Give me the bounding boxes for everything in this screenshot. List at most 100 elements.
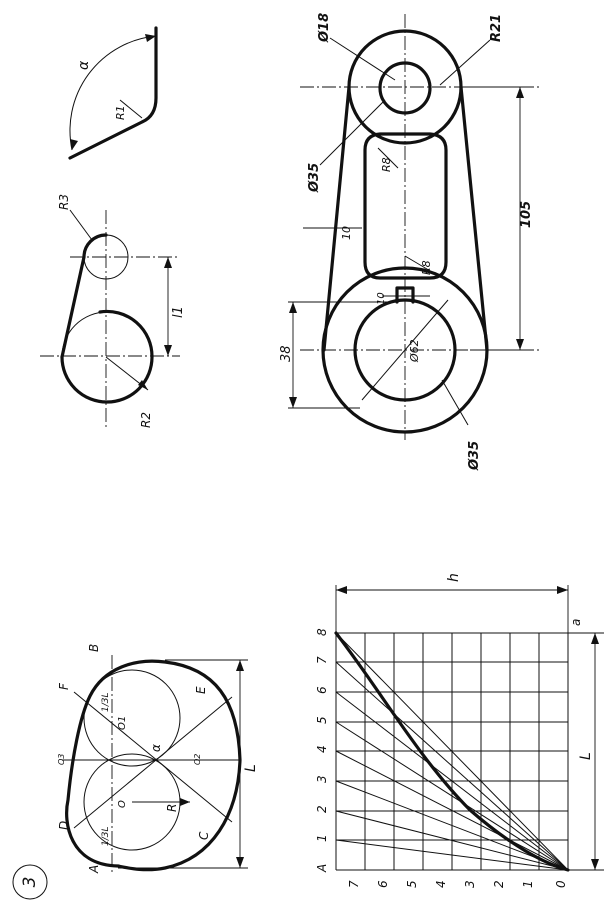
oval-third-lower: 1/3L xyxy=(101,827,111,847)
oval-point-d: D xyxy=(57,821,71,830)
oval-center-o3: O3 xyxy=(57,754,66,765)
lever-38-arrow-top xyxy=(289,302,297,313)
oval-center-o1: O1 xyxy=(117,716,128,730)
oval-center-o: O xyxy=(117,800,128,808)
lever-105-arrow-bottom xyxy=(516,339,524,350)
svg-text:0: 0 xyxy=(554,880,568,888)
angle-alpha-label: α xyxy=(76,60,92,70)
svg-text:1: 1 xyxy=(315,834,329,842)
svg-text:A: A xyxy=(315,864,329,873)
svg-text:4: 4 xyxy=(315,745,329,753)
tangent-l1-arrow-top xyxy=(164,257,172,268)
curve-scale-left: A 1 2 3 4 5 6 7 xyxy=(315,656,329,873)
angle-r1-label: R1 xyxy=(114,105,127,120)
oval-construction: A B C D E F O O1 O2 O3 α R 1/3L 1/3L L xyxy=(57,644,259,874)
tangent-r3-label: R3 xyxy=(57,194,71,210)
lever-r8-top-leader xyxy=(377,147,399,169)
lever-r21-leader xyxy=(439,39,491,86)
svg-text:7: 7 xyxy=(347,880,361,888)
sheet-number: 3 xyxy=(12,864,48,900)
lever-arm-left xyxy=(322,85,351,352)
angle-rounding: α R1 xyxy=(68,26,158,160)
sheet-number-circle xyxy=(12,864,48,900)
oval-dim-arrow-top xyxy=(236,660,244,671)
oval-radius-arrow xyxy=(180,798,190,806)
oval-point-a: A xyxy=(87,865,101,874)
curve-l-arrow-bottom xyxy=(591,859,599,870)
lever-big-hole xyxy=(353,298,457,402)
tangent-r2-arrow xyxy=(138,380,148,390)
svg-text:6: 6 xyxy=(376,880,390,888)
lever-inner-slot xyxy=(363,132,448,280)
lever-d35-bottom-label: Ø35 xyxy=(467,441,482,471)
curve-parabola xyxy=(334,631,570,872)
lever-small-hole xyxy=(378,61,432,115)
tangent-l1-label: l1 xyxy=(171,306,186,318)
oval-ray-2 xyxy=(73,691,233,823)
curve-length-label: L xyxy=(578,752,594,760)
curve-height-label: h xyxy=(446,573,462,582)
lever-d18-leader xyxy=(329,37,396,81)
angle-arc-arrow-bottom xyxy=(70,139,78,150)
oval-length-label: L xyxy=(243,764,259,772)
lever-r8-bottom-label: R8 xyxy=(420,260,433,275)
lever-d62-leader xyxy=(361,299,449,401)
tangent-big-circle xyxy=(61,311,153,403)
lever-arm-right xyxy=(459,85,489,352)
lever-105-label: 105 xyxy=(519,201,534,228)
curve-h-arrow-left xyxy=(336,586,347,594)
oval-point-e: E xyxy=(194,686,208,694)
svg-text:7: 7 xyxy=(315,656,329,664)
svg-text:5: 5 xyxy=(405,880,419,888)
oval-dim-arrow-bottom xyxy=(236,857,244,868)
oval-point-c: C xyxy=(197,831,211,840)
angle-outline xyxy=(68,26,158,160)
angle-r1-leader xyxy=(119,99,143,119)
tangent-r3-leader xyxy=(69,209,93,241)
lever-key-slot xyxy=(395,286,415,304)
lever-d35-bottom-leader xyxy=(441,379,469,426)
curve-construction: A 1 2 3 4 5 6 7 8 7 6 5 4 3 2 1 0 a h L xyxy=(315,573,604,888)
svg-text:4: 4 xyxy=(434,880,448,888)
curve-h-arrow-right xyxy=(557,586,568,594)
svg-text:1: 1 xyxy=(521,880,535,888)
lever-d18-label: Ø18 xyxy=(317,13,332,43)
lever-d35-top-leader xyxy=(319,99,386,166)
oval-third-upper: 1/3L xyxy=(101,693,111,713)
oval-alpha-label: α xyxy=(149,744,163,752)
lever-105-arrow-top xyxy=(516,87,524,98)
lever-key-label: 10 xyxy=(376,292,387,305)
angle-arc-arrow-top xyxy=(145,34,156,42)
lever-d35-top-label: Ø35 xyxy=(307,163,322,193)
curve-corner-label: a xyxy=(569,619,583,626)
oval-point-b: B xyxy=(87,644,101,652)
svg-text:2: 2 xyxy=(315,805,329,813)
lever-r8-bottom-leader xyxy=(404,255,433,273)
lever-38-arrow-bottom xyxy=(289,397,297,408)
lever-38-label: 38 xyxy=(279,345,294,362)
curve-top-8: 8 xyxy=(315,628,329,636)
lever-r21-label: R21 xyxy=(489,14,504,42)
tangent-line xyxy=(60,233,108,359)
curve-rays xyxy=(335,632,569,871)
curve-scale-bottom: 7 6 5 4 3 2 1 0 xyxy=(347,880,568,888)
svg-text:3: 3 xyxy=(463,880,477,888)
angle-arc xyxy=(69,35,157,151)
svg-text:6: 6 xyxy=(315,686,329,694)
oval-r-label: R xyxy=(165,804,179,812)
svg-text:2: 2 xyxy=(492,880,506,888)
lever-r8-top-label: R8 xyxy=(380,157,393,172)
tangent-circles: R2 R3 l1 xyxy=(40,194,186,430)
lever-part: Ø18 R21 Ø35 R8 10 105 R8 10 Ø62 38 Ø35 xyxy=(279,13,540,471)
oval-point-f: F xyxy=(57,682,71,690)
lever-d62-label: Ø62 xyxy=(408,339,421,363)
lever-w10-label: 10 xyxy=(340,226,353,240)
oval-ray-1 xyxy=(73,696,233,829)
svg-text:5: 5 xyxy=(315,716,329,724)
oval-center-o2: O2 xyxy=(193,754,202,765)
svg-text:3: 3 xyxy=(315,775,329,783)
sheet-number-text: 3 xyxy=(20,877,40,888)
curve-l-arrow-top xyxy=(591,633,599,644)
tangent-l1-arrow-bottom xyxy=(164,345,172,356)
